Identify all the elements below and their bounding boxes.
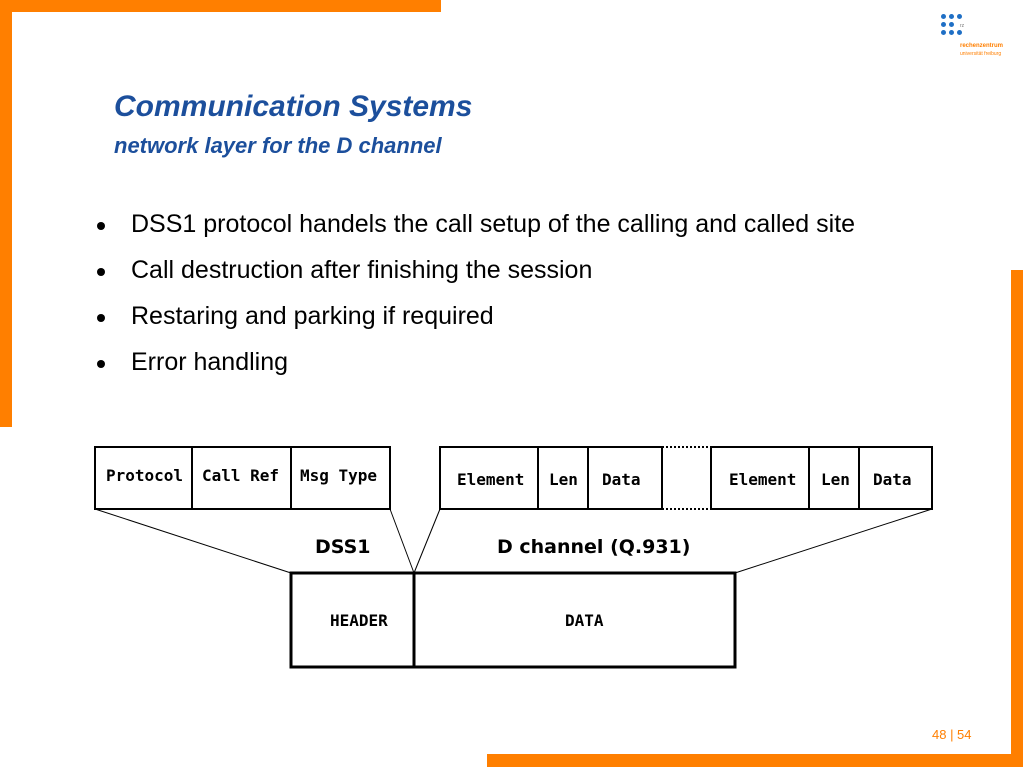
logo-name: rechenzentrum (960, 43, 1004, 49)
dss1-frame-diagram: Protocol Call Ref Msg Type Element Len D… (94, 446, 933, 669)
frame-left-bar (0, 0, 12, 427)
frame-data-label: DATA (565, 611, 604, 630)
bullet-item: Call destruction after finishing the ses… (97, 253, 917, 287)
field-data: Data (873, 470, 912, 489)
bullet-text: DSS1 protocol handels the call setup of … (131, 210, 856, 238)
frame-top-bar (0, 0, 441, 12)
bullet-item: Error handling (97, 345, 917, 379)
connector-lines (94, 508, 933, 574)
bullet-text: Error handling (131, 348, 289, 376)
field-data: Data (602, 470, 641, 489)
logo-rz: rz (960, 23, 965, 29)
bullet-text: Call destruction after finishing the ses… (131, 256, 593, 284)
slide-subtitle: network layer for the D channel (114, 133, 442, 158)
university-logo: rz rechenzentrum universität freiburg (941, 14, 1016, 64)
bullet-text: Restaring and parking if required (131, 302, 494, 330)
header-fields-box: Protocol Call Ref Msg Type (94, 446, 391, 510)
slide-title: Communication Systems (114, 90, 473, 123)
label-d-channel: D channel (Q.931) (497, 536, 690, 558)
field-msg-type: Msg Type (300, 466, 377, 485)
bullet-icon (97, 268, 105, 276)
logo-dots-icon (941, 14, 965, 40)
bullet-icon (97, 222, 105, 230)
bullet-icon (97, 314, 105, 322)
frame-bottom-bar (487, 754, 1023, 767)
field-len: Len (821, 470, 850, 489)
bullet-item: DSS1 protocol handels the call setup of … (97, 207, 917, 241)
logo-org: universität freiburg (960, 51, 1002, 57)
label-dss1: DSS1 (315, 536, 371, 558)
field-protocol: Protocol (106, 466, 183, 485)
field-element: Element (729, 470, 796, 489)
element-group-1: Element Len Data (439, 446, 663, 510)
field-element: Element (457, 470, 524, 489)
field-len: Len (549, 470, 578, 489)
frame-header-label: HEADER (330, 611, 388, 630)
frame-box: HEADER DATA (289, 571, 737, 669)
field-call-ref: Call Ref (202, 466, 279, 485)
element-group-2: Element Len Data (710, 446, 933, 510)
bullet-item: Restaring and parking if required (97, 299, 917, 333)
bullet-list: DSS1 protocol handels the call setup of … (97, 207, 917, 391)
ellipsis-gap (662, 446, 711, 510)
bullet-icon (97, 360, 105, 368)
page-number: 48 | 54 (932, 727, 972, 742)
frame-right-bar (1011, 270, 1023, 767)
